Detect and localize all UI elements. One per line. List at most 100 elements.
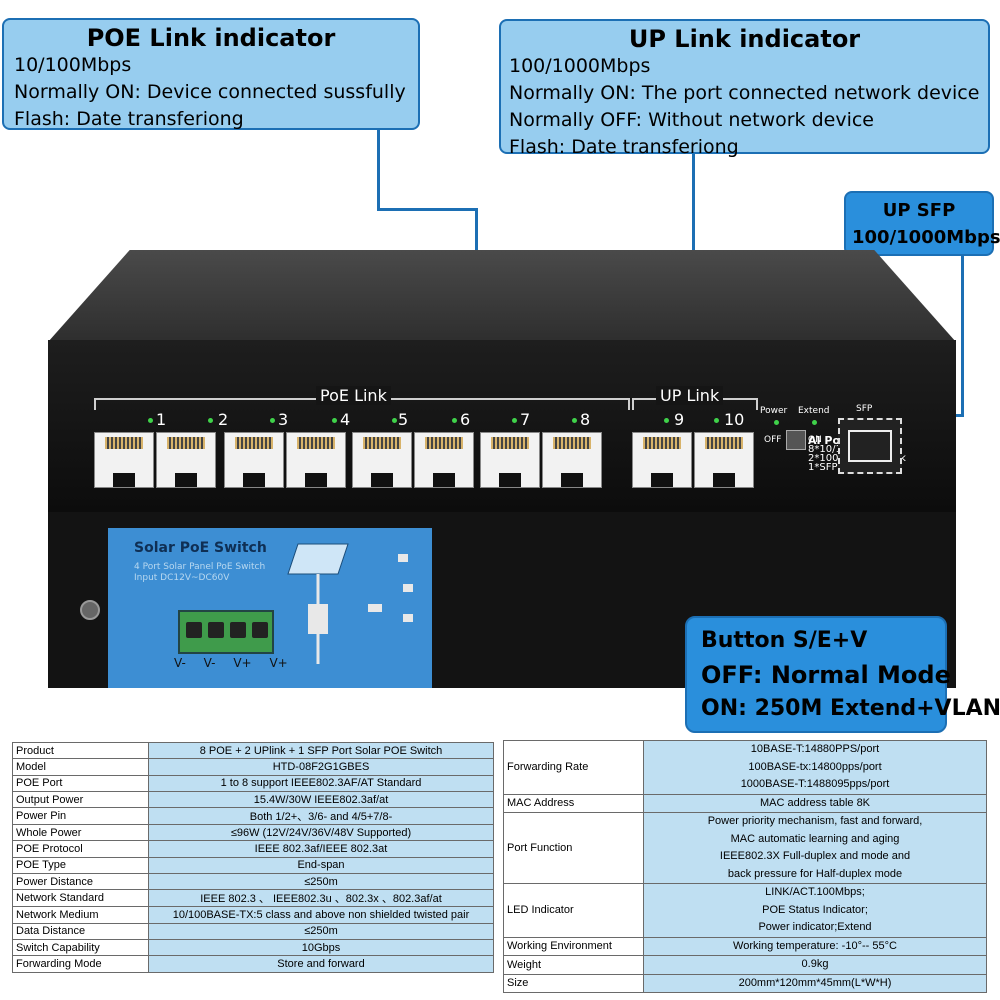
port-number: 6: [460, 410, 471, 429]
power-led: [774, 420, 779, 425]
spec-table-right: Forwarding Rate 10BASE-T:14880PPS/port 100…: [503, 740, 987, 993]
spec-value: ≤250m: [148, 873, 494, 891]
port-led: [332, 418, 337, 423]
rj45-port[interactable]: [352, 432, 412, 488]
spec-key: Product: [12, 741, 149, 760]
sfp-port[interactable]: [838, 418, 902, 474]
port-number: 9: [674, 410, 685, 429]
spec-value: IEEE 802.3 、 IEEE802.3u 、802.3x 、802.3af…: [148, 889, 494, 908]
spec-value: 0.9kg: [643, 955, 987, 975]
up-link-label: UP Link: [656, 386, 724, 405]
poe-connector-line: [377, 208, 477, 211]
mode-toggle-switch[interactable]: [786, 430, 806, 450]
rj45-port[interactable]: [542, 432, 602, 488]
rj45-port[interactable]: [286, 432, 346, 488]
up-sfp-callout: UP SFP 100/1000Mbps: [844, 191, 1000, 256]
spec-key: Weight: [503, 955, 644, 975]
solar-diagram-icon: [287, 543, 413, 664]
toggle-on-label: ON: [808, 435, 822, 445]
solar-sub-line: Input DC12V~DC60V: [134, 573, 230, 583]
toggle-off-label: OFF: [764, 435, 782, 445]
sfp-callout-line: UP SFP: [882, 200, 956, 221]
port-led: [452, 418, 457, 423]
spec-value-line: MAC automatic learning and aging: [730, 832, 900, 845]
spec-key: POE Type: [12, 856, 149, 875]
switch-top-cover: [48, 250, 956, 342]
rj45-port[interactable]: [224, 432, 284, 488]
spec-key: Forwarding Rate: [503, 740, 644, 795]
up-callout-line: Normally ON: The port connected network …: [509, 82, 980, 104]
poe-callout-title: POE Link indicator: [86, 24, 336, 52]
spec-key: MAC Address: [503, 793, 644, 813]
spec-value-line: 1000BASE-T:1488095pps/port: [740, 778, 890, 790]
spec-value-line: 0.9kg: [801, 958, 829, 970]
port-number: 8: [580, 410, 591, 429]
up-callout-line: Flash: Date transferiong: [509, 136, 739, 158]
spec-value-line: 100BASE-tx:14800pps/port: [748, 760, 882, 773]
spec-value: Both 1/2+、3/6- and 4/5+7/8-: [148, 807, 494, 826]
button-callout: Button S/E+V OFF: Normal Mode ON: 250M E…: [685, 616, 1000, 733]
terminal-label: V+: [233, 656, 252, 670]
spec-value: 1 to 8 support IEEE802.3AF/AT Standard: [148, 774, 494, 792]
uplink-port[interactable]: [632, 432, 692, 488]
rj45-port[interactable]: [414, 432, 474, 488]
terminal-labels: V- V- V+ V+: [174, 656, 288, 670]
port-led: [208, 418, 213, 423]
poe-bracket: [628, 398, 630, 410]
port-led: [714, 418, 719, 423]
spec-value-line: 200mm*120mm*45mm(L*W*H): [738, 976, 892, 989]
spec-value: 10/100BASE-TX:5 class and above non shie…: [148, 906, 494, 924]
spec-value: HTD-08F2G1GBES: [148, 758, 494, 776]
spec-value: Working temperature: -10°-- 55°C: [643, 936, 987, 956]
spec-value: 8 POE + 2 UPlink + 1 SFP Port Solar POE …: [148, 741, 494, 760]
power-terminal-block[interactable]: [178, 610, 274, 654]
spec-value-line: MAC address table 8K: [759, 796, 871, 809]
up-callout-line: 100/1000Mbps: [509, 55, 651, 77]
spec-value-line: Power priority mechanism, fast and forwa…: [707, 815, 923, 827]
spec-key: Power Pin: [12, 807, 149, 826]
port-number: 5: [398, 410, 409, 429]
spec-key: Network Standard: [12, 889, 149, 908]
up-bracket: [756, 398, 758, 410]
spec-key: Switch Capability: [12, 938, 149, 957]
spec-row: Weight 0.9kg: [503, 955, 987, 975]
port-number: 3: [278, 410, 289, 429]
spec-value: 200mm*120mm*45mm(L*W*H): [643, 973, 987, 993]
sfp-connector-line: [961, 256, 964, 416]
button-callout-line: Button S/E+V: [701, 628, 868, 653]
rj45-port[interactable]: [94, 432, 154, 488]
spec-value-line: IEEE802.3X Full-duplex and mode and: [719, 850, 911, 862]
up-callout-title: UP Link indicator: [628, 25, 861, 53]
spec-row: Data Distance≤250m: [12, 922, 494, 940]
spec-value: End-span: [148, 856, 494, 875]
spec-key: POE Protocol: [12, 840, 149, 858]
sfp-callout-line: 100/1000Mbps: [852, 227, 1000, 248]
port-led: [392, 418, 397, 423]
spec-value: 10Gbps: [148, 938, 494, 957]
spec-value: LINK/ACT.100Mbps;POE Status Indicator;Po…: [643, 883, 987, 938]
extend-led: [812, 420, 817, 425]
solar-title: Solar PoE Switch: [134, 540, 267, 556]
solar-subtitle: 4 Port Solar Panel PoE Switch Input DC12…: [134, 562, 265, 584]
power-label: Power: [760, 406, 788, 416]
spec-value: IEEE 802.3af/IEEE 802.3at: [148, 840, 494, 858]
spec-key: Power Distance: [12, 873, 149, 891]
up-link-callout: UP Link indicator 100/1000Mbps Normally …: [499, 19, 990, 158]
uplink-port[interactable]: [694, 432, 754, 488]
ground-screw-icon: [80, 600, 100, 620]
spec-value-line: 10BASE-T:14880PPS/port: [750, 743, 880, 755]
spec-row: Power Distance≤250m: [12, 873, 494, 891]
poe-callout-line: Flash: Date transferiong: [14, 108, 244, 130]
spec-key: Model: [12, 758, 149, 776]
rj45-port[interactable]: [480, 432, 540, 488]
rj45-port[interactable]: [156, 432, 216, 488]
spec-value: ≤250m: [148, 922, 494, 940]
